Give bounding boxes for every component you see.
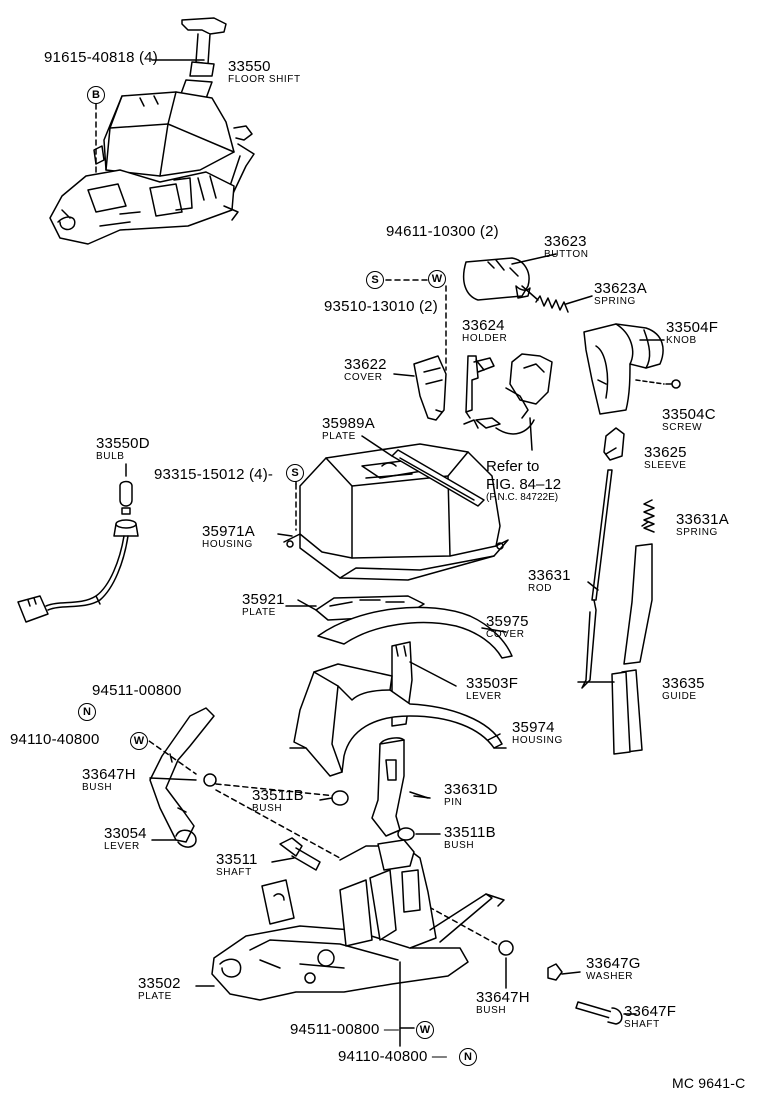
rod-33631-drawing [581,469,613,689]
badge-w-94511-left: W [130,732,148,750]
badge-s-93510: S [366,271,384,289]
knob-drawing [583,323,664,415]
guide-33635-drawing [611,543,653,755]
label-91615: 91615-40818 (4) [44,49,158,66]
label-94511-left: 94511-00800 [92,682,182,699]
label-94110-left: 94110-40800 [10,731,100,748]
shaft-33647f-drawing [575,1001,623,1025]
cover-33622-drawing [413,355,447,421]
floor-shift-assembly-drawing [49,17,255,245]
button-drawing [462,257,531,301]
badge-b-top: B [87,86,105,104]
bush-33511b-drawing [331,790,349,806]
badge-w-94611: W [428,270,446,288]
reference-note: Refer to FIG. 84–12 (P.N.C. 84722E) [486,458,562,503]
badge-n-94110-left: N [78,703,96,721]
switch-assembly-drawing [463,353,553,451]
label-93315: 93315-15012 (4)- [154,466,274,483]
housing-35971a-drawing [283,443,509,581]
lever-33054-drawing [149,707,215,848]
washer-33647g-drawing [547,963,563,981]
bulb-drawing [17,480,139,623]
shaft-33511-drawing [279,837,321,871]
sleeve-drawing [603,427,625,461]
badge-w-94511-bottom: W [416,1021,434,1039]
spring-33631a-drawing [643,499,655,533]
bush-33647h-right-drawing [498,940,514,956]
shift-lever-drawing [371,737,415,841]
holder-drawing [465,355,495,419]
screw-33504c-drawing [665,379,681,389]
label-93510: 93510-13010 (2) [324,298,438,315]
base-plate-drawing [211,839,505,1001]
label-94110-bottom: 94110-40800 — [338,1048,448,1065]
spring-33623a-drawing [535,295,569,313]
plate-35989a-drawing [391,449,485,507]
diagram-code: MC 9641-C [672,1075,746,1091]
label-94611: 94611-10300 (2) [386,223,499,240]
badge-s-93315: S [286,464,304,482]
cover-35975-drawing [317,606,513,659]
housing-35974-drawing [289,663,507,777]
label-94511-bottom: 94511-00800 — [290,1021,400,1038]
badge-n-94110-bottom: N [459,1048,477,1066]
